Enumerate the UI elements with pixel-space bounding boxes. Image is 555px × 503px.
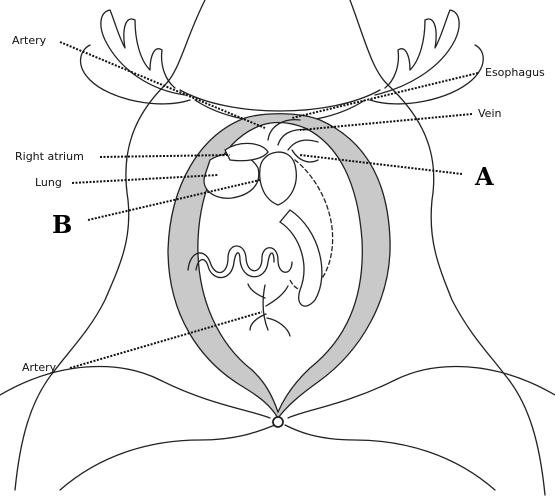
label-letter-b: B — [52, 213, 72, 237]
right-hand — [370, 10, 483, 104]
label-vein: Vein — [478, 108, 501, 119]
label-letter-a: A — [475, 165, 494, 189]
leg-line-right — [285, 366, 555, 490]
cloaca-opening — [273, 417, 283, 427]
leg-line-left — [0, 366, 275, 490]
artery-top-leader — [60, 42, 265, 128]
label-artery-top: Artery — [12, 35, 46, 46]
label-right-atrium: Right atrium — [15, 151, 84, 162]
label-esophagus: Esophagus — [485, 67, 545, 78]
label-lung: Lung — [35, 177, 62, 188]
label-artery-bottom: Artery — [22, 362, 56, 373]
esophagus-leader — [292, 73, 478, 118]
